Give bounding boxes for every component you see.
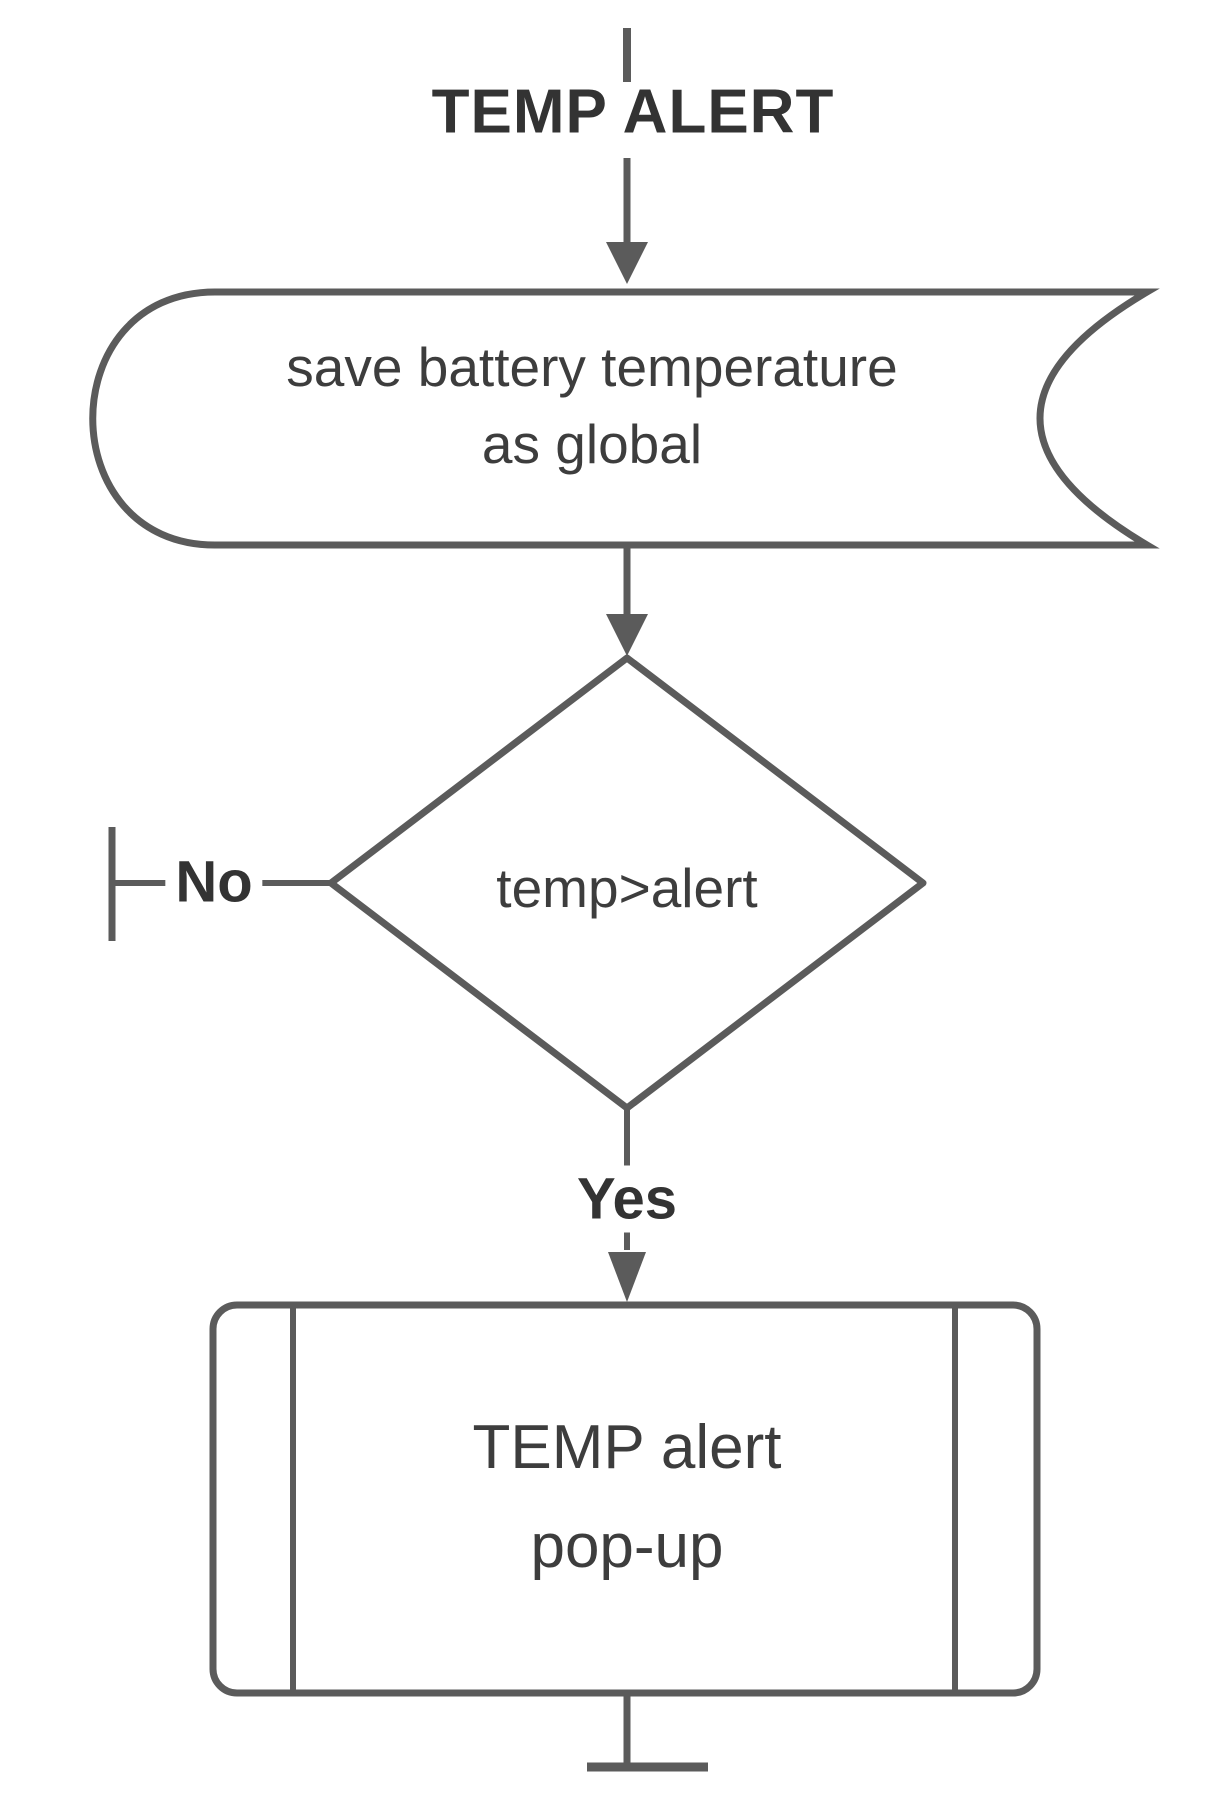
stored-data-label: save battery temperature as global xyxy=(286,329,897,483)
process-label-line2: pop-up xyxy=(530,1512,724,1581)
decision-label: temp>alert xyxy=(496,857,758,919)
stored-data-label-line2: as global xyxy=(481,413,703,475)
arrowhead-down-icon xyxy=(608,1252,646,1302)
branch-label-no: No xyxy=(165,848,263,916)
process-label-line1: TEMP alert xyxy=(472,1413,782,1482)
arrowhead-down-icon xyxy=(606,614,648,656)
stored-data-shape xyxy=(89,288,1160,549)
arrowhead-down-icon xyxy=(606,242,648,284)
stored-data-label-line1: save battery temperature xyxy=(286,336,898,398)
branch-label-yes: Yes xyxy=(567,1165,687,1233)
process-label: TEMP alert pop-up xyxy=(473,1398,782,1596)
flow-entry-title: TEMP ALERT xyxy=(431,77,835,147)
